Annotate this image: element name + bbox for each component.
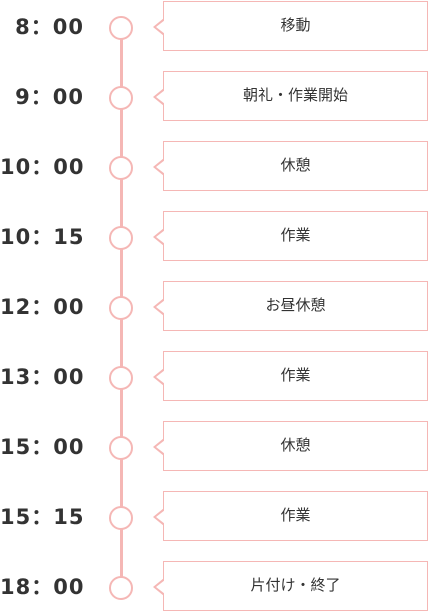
activity-card: 作業 xyxy=(153,491,428,541)
time-label: 8：00 xyxy=(15,15,84,39)
timeline-row: 13：00 作業 xyxy=(0,351,431,403)
activity-label: 作業 xyxy=(280,366,311,384)
activity-label: 移動 xyxy=(280,16,311,34)
activity-card: 移動 xyxy=(153,1,428,51)
timeline-dot xyxy=(109,296,133,320)
timeline-dot xyxy=(109,366,133,390)
timeline-dot xyxy=(109,506,133,530)
timeline-row: 15：00 休憩 xyxy=(0,421,431,473)
time-label: 10：15 xyxy=(0,225,85,249)
timeline-row: 10：15 作業 xyxy=(0,211,431,263)
activity-label: 朝礼・作業開始 xyxy=(242,86,348,104)
time-label: 12：00 xyxy=(0,295,85,319)
activity-card: 休憩 xyxy=(153,141,428,191)
timeline-dot xyxy=(109,16,133,40)
activity-card: お昼休憩 xyxy=(153,281,428,331)
timeline-row: 15：15 作業 xyxy=(0,491,431,543)
activity-card: 作業 xyxy=(153,211,428,261)
activity-card: 片付け・終了 xyxy=(153,561,428,611)
timeline-row: 9：00 朝礼・作業開始 xyxy=(0,71,431,123)
timeline-dot xyxy=(109,436,133,460)
timeline-dot xyxy=(109,86,133,110)
timeline-row: 8：00 移動 xyxy=(0,1,431,53)
time-label: 15：15 xyxy=(0,505,85,529)
timeline-dot xyxy=(109,156,133,180)
timeline-row: 12：00 お昼休憩 xyxy=(0,281,431,333)
time-label: 18：00 xyxy=(0,575,85,599)
time-label: 13：00 xyxy=(0,365,85,389)
activity-label: 休憩 xyxy=(280,156,311,174)
activity-card: 作業 xyxy=(153,351,428,401)
activity-card: 休憩 xyxy=(153,421,428,471)
time-label: 10：00 xyxy=(0,155,85,179)
activity-card: 朝礼・作業開始 xyxy=(153,71,428,121)
timeline-dot xyxy=(109,576,133,600)
activity-label: お昼休憩 xyxy=(265,296,326,314)
activity-label: 作業 xyxy=(280,226,311,244)
timeline-row: 18：00 片付け・終了 xyxy=(0,561,431,613)
time-label: 9：00 xyxy=(15,85,84,109)
activity-label: 片付け・終了 xyxy=(250,576,341,594)
activity-label: 作業 xyxy=(280,506,311,524)
time-label: 15：00 xyxy=(0,435,85,459)
activity-label: 休憩 xyxy=(280,436,311,454)
timeline-row: 10：00 休憩 xyxy=(0,141,431,193)
timeline-dot xyxy=(109,226,133,250)
